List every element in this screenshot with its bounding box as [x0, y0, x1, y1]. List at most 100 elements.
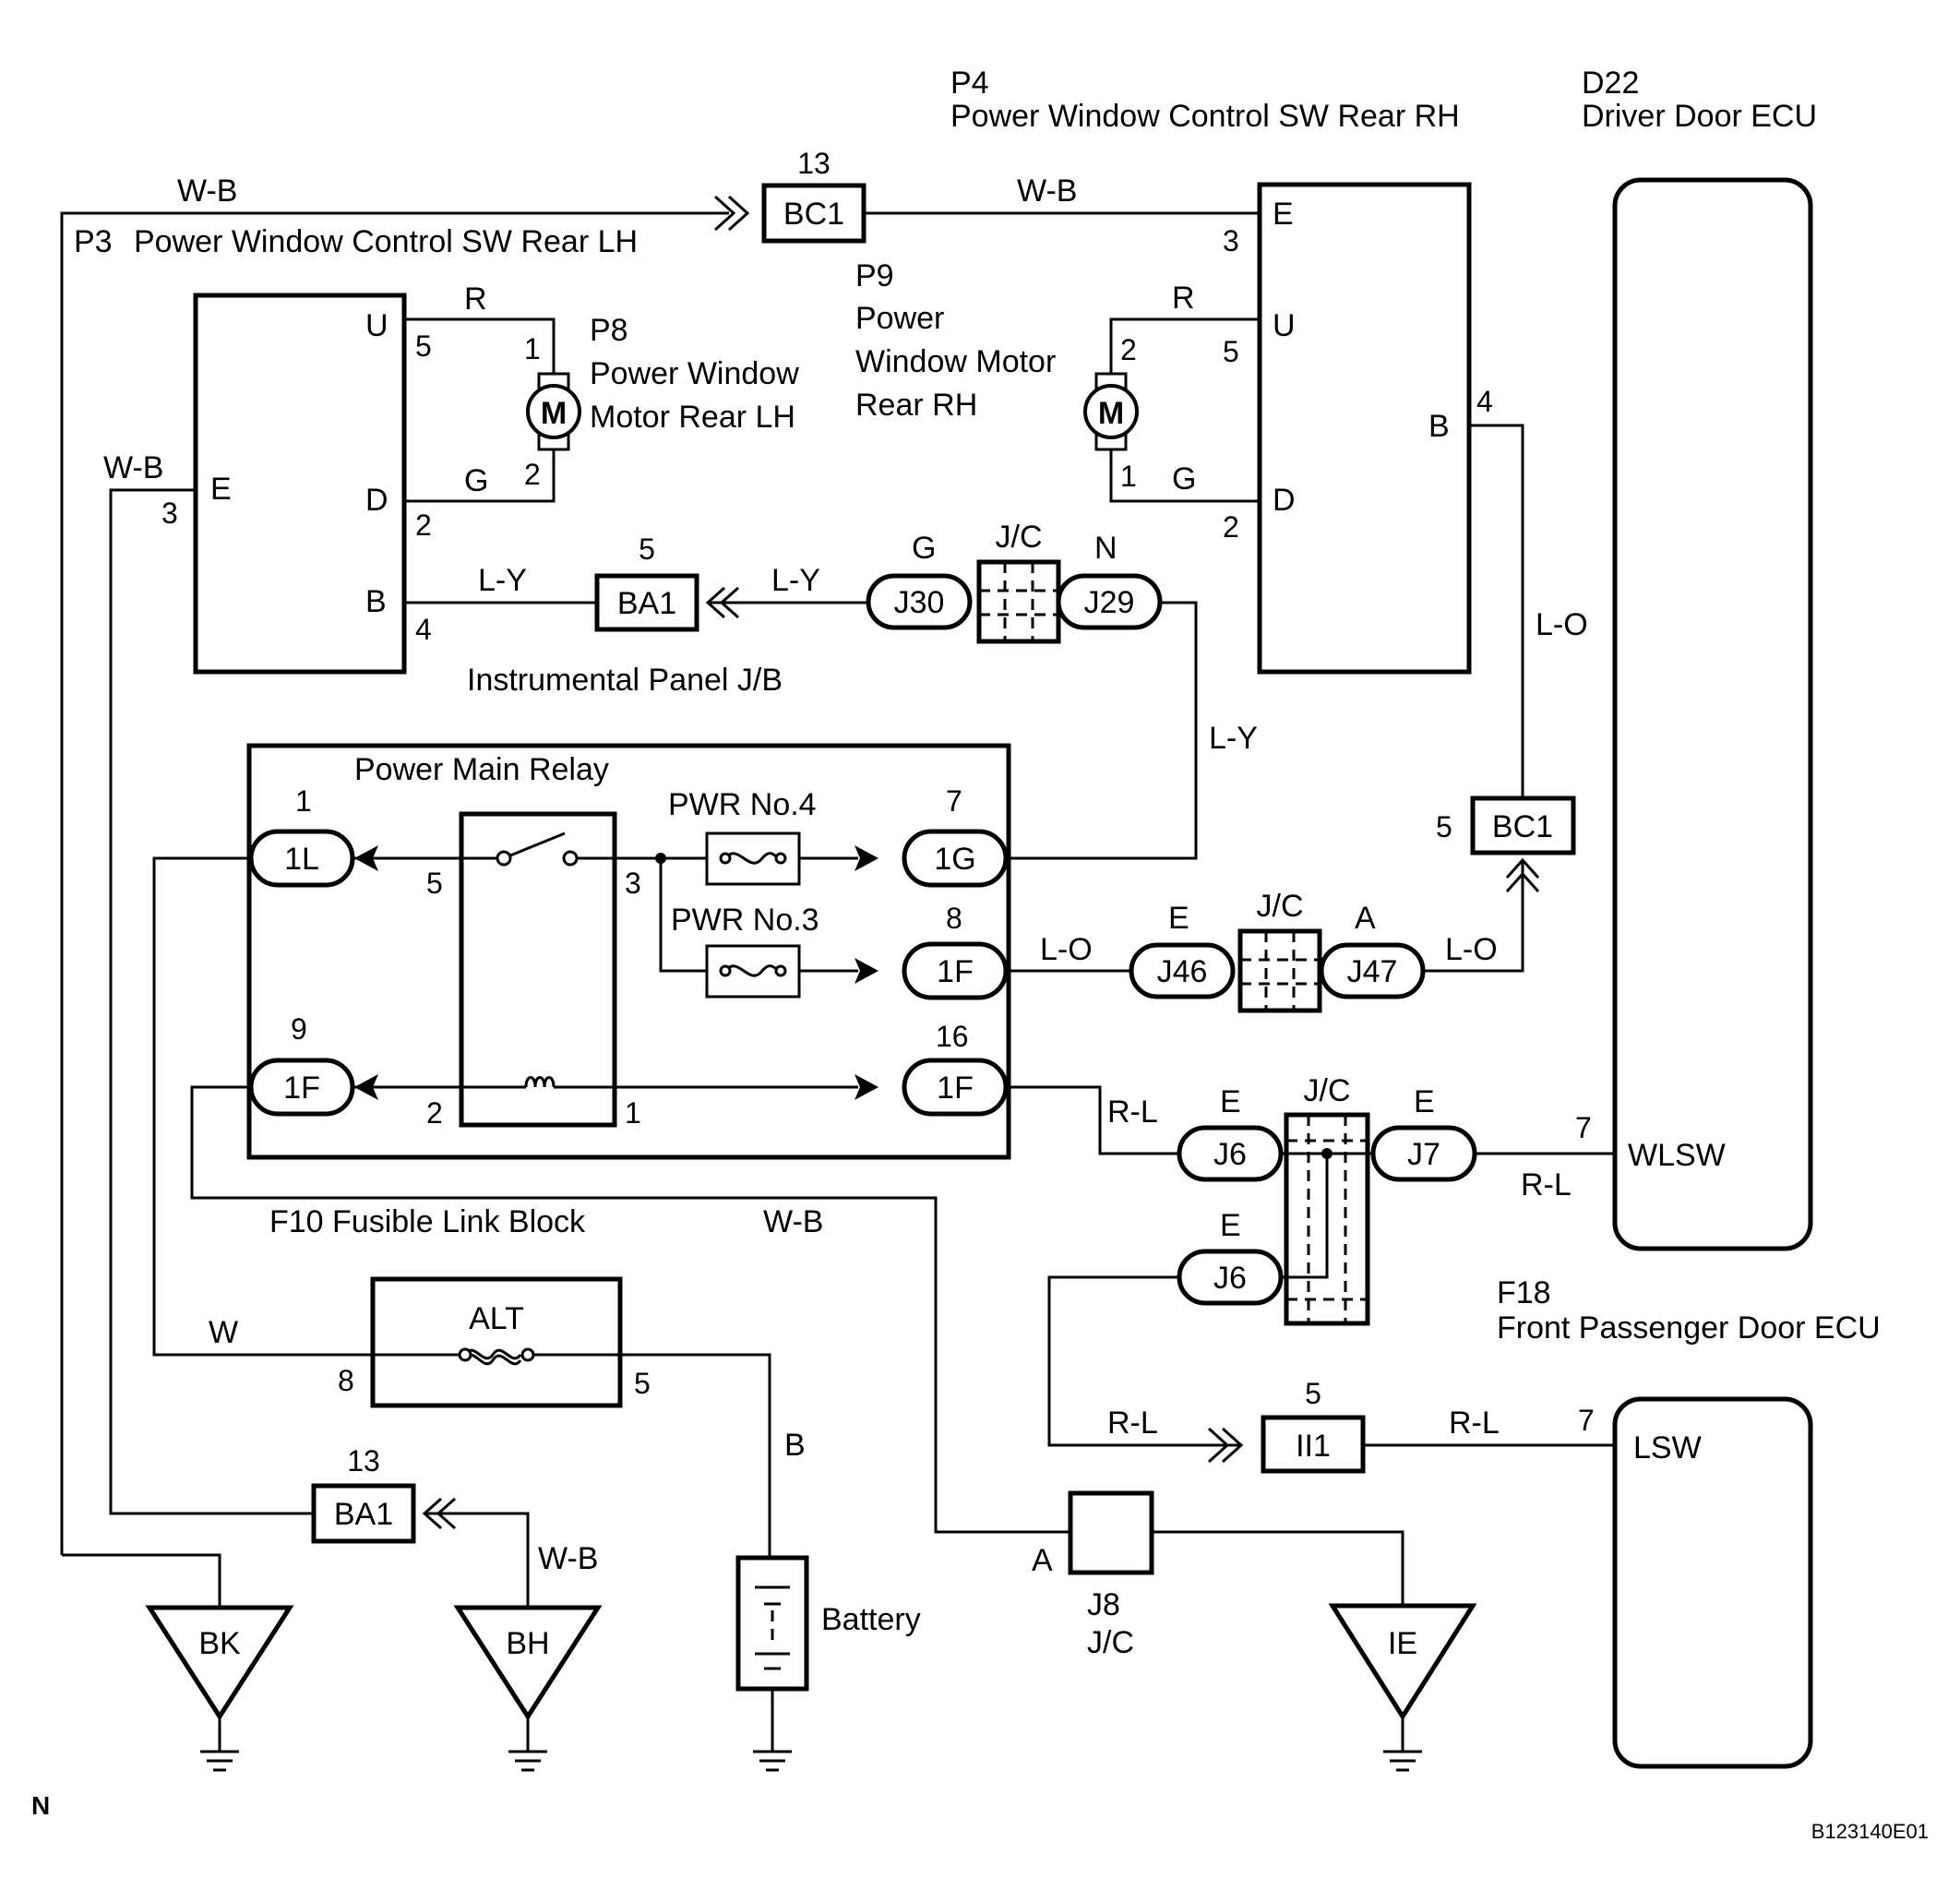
p3-pin-d: 2 [415, 508, 432, 542]
fuse-pwr4-label: PWR No.4 [668, 787, 817, 822]
wire-label-lo-1f: L-O [1040, 932, 1093, 967]
jc-middle-label: J/C [1257, 889, 1304, 924]
wire-p4-d-to-p9 [1109, 449, 1260, 503]
jc-upper-box [976, 559, 1061, 644]
connector-j6-lower-label: J6 [1213, 1261, 1247, 1296]
wire-ba1-to-bh [424, 1512, 530, 1608]
relay-contact-5 [496, 850, 512, 867]
wire-p3-e-wb [109, 488, 314, 1515]
f18-code: F18 [1497, 1275, 1551, 1310]
alt-fuse-element-2 [463, 1353, 522, 1366]
corner-mark: N [31, 1791, 50, 1820]
ground-bh-label: BH [506, 1626, 549, 1661]
connector-j46 [1129, 942, 1236, 999]
connector-ba1-lower [311, 1483, 416, 1544]
connector-arrow-bc1-top [713, 195, 736, 232]
wire-label-g-right: G [1172, 461, 1196, 496]
fuse-pwr3-label: PWR No.3 [671, 903, 819, 938]
battery-label: Battery [821, 1602, 921, 1637]
p3-terminal-b: B [365, 584, 387, 619]
wire-j8-to-ie [1152, 1530, 1404, 1606]
wire-alt-to-battery [620, 1353, 771, 1558]
f18-pin-lsw: 7 [1578, 1404, 1595, 1437]
connector-bc1-top-label: BC1 [783, 197, 844, 232]
f18-name: Front Passenger Door ECU [1497, 1310, 1881, 1346]
ground-ie-triangle [1328, 1603, 1477, 1721]
p9-pin-1: 1 [1120, 460, 1137, 493]
p3-pin-b: 4 [415, 613, 432, 646]
j6-upper-terminal-e: E [1220, 1084, 1241, 1119]
p8-code: P8 [590, 313, 628, 348]
p9-name-1: Power [855, 301, 944, 336]
j8-terminal-a: A [1032, 1543, 1053, 1578]
p9-motor-icon [1083, 384, 1139, 439]
connector-arrow-ii1-2 [1221, 1427, 1244, 1464]
jc-middle-box [1237, 928, 1322, 1013]
p3-name: Power Window Control SW Rear LH [134, 224, 638, 259]
pin-ii1: 5 [1305, 1377, 1321, 1410]
connector-bc1-right-label: BC1 [1492, 809, 1553, 844]
alt-pin-5: 5 [634, 1367, 651, 1400]
p3-code: P3 [74, 224, 113, 259]
fuse-pwr3-pin-b [774, 964, 787, 977]
power-main-relay [459, 811, 617, 1128]
pin-1g: 7 [946, 784, 962, 818]
relay-pin-5: 5 [426, 867, 443, 900]
ground-bh-triangle [453, 1605, 603, 1721]
p4-terminal-b: B [1428, 409, 1450, 444]
alt-pin-8: 8 [338, 1364, 354, 1397]
terminal-arrow-1g [855, 845, 878, 871]
p3-terminal-e: E [210, 472, 232, 507]
j46-terminal-e: E [1168, 901, 1189, 936]
connector-1l-label: 1L [284, 842, 319, 877]
p9-name-2: Window Motor [855, 344, 1056, 379]
connector-bc1-right [1470, 795, 1576, 855]
relay-pin-1: 1 [625, 1096, 641, 1130]
wire-label-rl-ii1-right: R-L [1449, 1406, 1500, 1441]
pin-1f-9: 9 [291, 1012, 307, 1046]
d22-pin-wlsw: 7 [1575, 1111, 1592, 1144]
p4-name: Power Window Control SW Rear RH [950, 99, 1460, 134]
connector-j6-upper-label: J6 [1213, 1137, 1247, 1172]
connector-ba1-lower-label: BA1 [334, 1497, 393, 1532]
j8-code: J8 [1087, 1587, 1120, 1622]
wire-label-wb-top-left: W-B [177, 173, 237, 209]
connector-1f-9-label: 1F [283, 1071, 320, 1106]
wire-label-r-right: R [1172, 281, 1195, 316]
d22-name: Driver Door ECU [1582, 99, 1817, 134]
pin-bc1-top: 13 [797, 147, 831, 180]
p3-switch-box [193, 293, 407, 675]
wire-label-ly-right: L-Y [1209, 721, 1258, 756]
connector-j7-label: J7 [1407, 1137, 1440, 1172]
j7-terminal-e: E [1414, 1084, 1435, 1119]
connector-1f-16-label: 1F [937, 1071, 974, 1106]
wire-label-rl-ii1-left: R-L [1107, 1406, 1158, 1441]
wire-j6-to-ii1 [1047, 1275, 1241, 1447]
connector-j30-label: J30 [894, 585, 945, 620]
p4-pin-d: 2 [1223, 510, 1239, 544]
terminal-arrow-1f-9 [354, 1074, 378, 1100]
pin-1f-16: 16 [936, 1020, 969, 1053]
connector-j46-label: J46 [1157, 954, 1208, 989]
wire-label-rl-wlsw: R-L [1521, 1167, 1572, 1202]
wire-label-wb-top-right: W-B [1017, 173, 1077, 209]
j8-jc-label: J/C [1087, 1625, 1134, 1660]
wire-p3-d-to-p8 [404, 449, 556, 503]
ip-jb-label: Instrumental Panel J/B [467, 663, 783, 698]
connector-ba1-upper [594, 573, 699, 632]
f18-terminal-lsw: LSW [1633, 1430, 1702, 1465]
j30-terminal-g: G [912, 531, 936, 566]
pin-1f-8: 8 [946, 902, 962, 935]
terminal-arrow-1f-8 [855, 958, 878, 984]
d22-driver-door-ecu [1612, 177, 1813, 1251]
p8-name-1: Power Window [590, 356, 799, 391]
ground-ie-label: IE [1388, 1626, 1417, 1661]
wire-label-lo-vertical: L-O [1536, 607, 1588, 642]
jc-upper-label: J/C [996, 520, 1043, 555]
f10-label: F10 Fusible Link Block [269, 1204, 586, 1239]
alt-fusible-link [370, 1276, 623, 1408]
wire-1l-w [152, 856, 373, 1357]
connector-ii1-label: II1 [1296, 1429, 1331, 1464]
wire-label-rl-1f16: R-L [1107, 1095, 1158, 1130]
